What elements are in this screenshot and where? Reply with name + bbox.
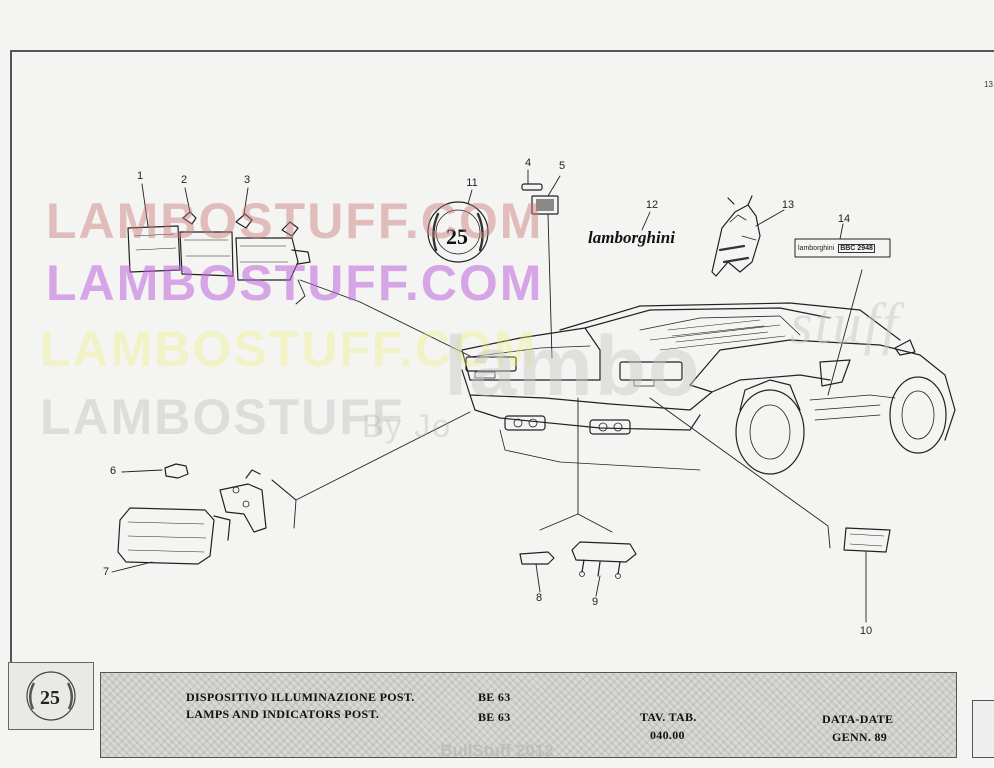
parts-4-5 [521,183,559,215]
date-value: GENN. 89 [832,730,888,744]
watermark-brand: lambo [444,319,702,413]
badge-left-text: lamborghini [798,244,835,252]
rear-lamp-cluster [127,211,311,281]
plate-lens-8 [519,551,555,565]
title-line-it: DISPOSITIVO ILLUMINAZIONE POST. [186,690,415,704]
callout-8: 8 [535,592,543,604]
side-box [972,700,994,758]
watermark-text-1: LAMBOSTUFF.COM [46,193,544,249]
callout-10: 10 [859,625,873,637]
callout-2: 2 [180,174,188,186]
watermark-text-5: By Jo [362,408,453,444]
watermark-text-3: LAMBOSTUFF.COM [40,321,538,377]
anniversary-emblem [427,201,489,263]
marker-lamp-10 [843,527,891,553]
callout-14: 14 [837,213,851,225]
brand-script-12: lamborghini [588,228,675,247]
logo-emblem-icon: 25 [26,671,76,721]
watermark-text-4: LAMBOSTUFF [40,389,405,445]
tav-label: TAV. TAB. [640,710,697,724]
model-badge [794,238,891,258]
title-code-en: BE 63 [478,710,511,724]
callout-1: 1 [136,170,144,182]
model-badge-text: lamborghini BBC 2948 [798,241,886,255]
callout-5: 5 [558,160,566,172]
callout-11: 11 [466,177,478,189]
badge-right-text: BBC 2948 [838,243,875,253]
footer-watermark: BullStuff 2012 [440,741,554,760]
tav-value: 040.00 [650,728,685,742]
reversing-lamp-7 [117,469,267,565]
callout-12: 12 [645,199,659,211]
emblem-number: 25 [446,224,468,249]
bull-badge [711,195,761,277]
callout-9: 9 [591,596,599,608]
watermark-text-2: LAMBOSTUFF.COM [46,255,544,311]
title-code-it: BE 63 [478,690,511,704]
callout-13: 13 [781,199,795,211]
callout-7: 7 [102,566,110,578]
watermark-script: stuff [790,291,900,356]
bulb-6 [164,463,189,479]
logo-number: 25 [40,687,60,709]
car-illustration [461,302,956,475]
page-mark: 13 [984,80,993,89]
title-block [100,672,957,758]
callout-4: 4 [524,157,532,169]
title-logo: 25 [8,662,94,730]
callout-3: 3 [243,174,251,186]
callout-6: 6 [109,465,117,477]
date-label: DATA-DATE [822,712,894,726]
title-line-en: LAMPS AND INDICATORS POST. [186,707,380,721]
drawing-sheet [10,50,994,664]
plate-lamp-9 [571,541,637,579]
